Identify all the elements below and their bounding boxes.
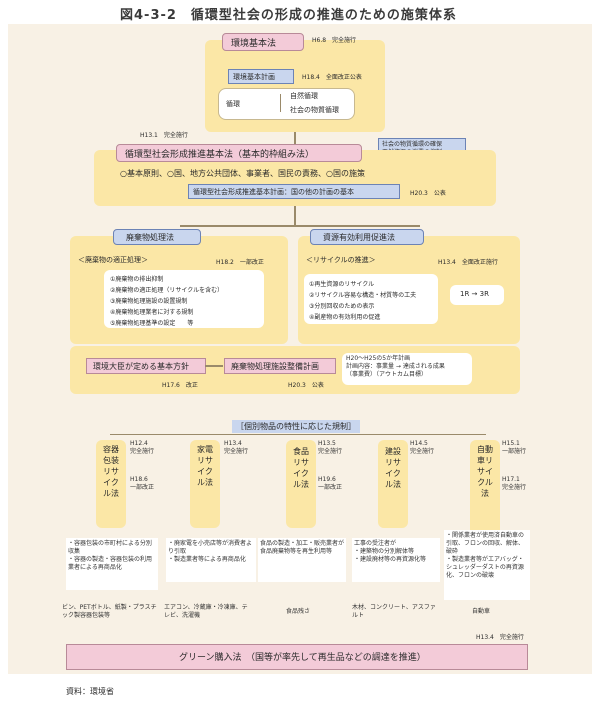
law-construction: [378, 440, 408, 528]
law-note-automobile: ・関係業者が使用済自動車の引取、フロンの回収、解体、破砕 ・製造業者等がエアバッ…: [444, 530, 530, 600]
minister-policy-date: H17.6 改正: [162, 382, 198, 389]
individual-header: ［個別物品の特性に応じた規制］: [232, 420, 360, 433]
resource-law-item-3: ③分別回収のための表示: [309, 303, 375, 310]
env-basic-law-banner: 環境基本法: [222, 33, 304, 51]
law-date1-construction: H14.5 完全施行: [410, 440, 435, 455]
waste-law-label: 廃棄物処理法: [126, 233, 174, 242]
law-goods-automobile: 自動車: [472, 608, 491, 615]
law-label-automobile: 自動車リサイクル法: [477, 445, 493, 498]
waste-law-item-4: ④廃棄物処理業者に対する規制: [110, 309, 194, 316]
law-date2-food: H19.6 一部改正: [318, 476, 343, 491]
law-note-home-appliance: ・廃家電を小売店等が消費者より引取 ・製造業者等による再商品化: [166, 538, 256, 582]
connector-top: [294, 132, 296, 144]
resource-law-subtitle: ＜リサイクルの推進＞: [306, 256, 376, 264]
resource-law-item-4: ④副産物の有効利用の促進: [309, 314, 381, 321]
law-food: [286, 440, 316, 528]
law-date1-container-packaging: H12.4 完全施行: [130, 440, 155, 455]
env-basic-plan-date: H18.4 全面改正公表: [302, 74, 362, 81]
waste-law-banner: 廃棄物処理法: [113, 229, 201, 245]
resource-law-items-box: ①再生資源のリサイクル ②リサイクル容易な構造・材質等の工夫 ③分別回収のための…: [304, 274, 438, 324]
facility-plan-note: H20〜H25の5か年計画 計画内容：事業量 → 達成される成果 （事業費）（ア…: [342, 353, 472, 385]
law-date2-container-packaging: H18.6 一部改正: [130, 476, 155, 491]
figure-title: 図4-3-2 循環型社会の形成の推進のための施策体系: [120, 8, 457, 23]
waste-law-item-3: ③廃棄物処理施設の設置規制: [110, 298, 188, 305]
minister-policy-box: 環境大臣が定める基本方針: [86, 358, 206, 374]
law-date2-automobile: H17.1 完全施行: [502, 476, 527, 491]
waste-law-item-2: ②廃棄物の適正処理（リサイクルを含む）: [110, 287, 224, 294]
facility-plan-label: 廃棄物処理施設整備計画: [231, 362, 319, 371]
law-date1-food: H13.5 完全施行: [318, 440, 343, 455]
law-automobile: [470, 440, 500, 540]
green-law-date: H13.4 完全施行: [476, 634, 524, 641]
law-goods-container-packaging: ビン、PETボトル、紙製・プラスチック製容器包装等: [62, 604, 157, 619]
connector-mid-h: [180, 225, 420, 227]
resource-law-label: 資源有効利用促進法: [323, 233, 395, 242]
cs-principles: ○基本原則、○国、地方公共団体、事業者、国民の責務、○国の施策: [120, 169, 365, 178]
individual-h-line: [110, 434, 486, 435]
1r-3r-badge: 1R → 3R: [450, 285, 504, 305]
law-label-construction: 建設リサイクル法: [385, 447, 401, 489]
law-goods-food: 食品残さ: [286, 608, 311, 615]
circulation-box: [218, 88, 355, 120]
cs-plan-label: 循環型社会形成推進基本計画：国の他の計画の基本: [193, 188, 354, 196]
waste-law-item-1: ①廃棄物の排出抑制: [110, 276, 164, 283]
law-note-construction: 工事の受注者が ・建築物の分別解体等 ・建設廃材等の再資源化等: [352, 538, 440, 582]
cs-plan-date: H20.3 公表: [410, 190, 446, 197]
1r-3r-label: 1R → 3R: [460, 290, 489, 298]
resource-law-date: H13.4 全面改正施行: [438, 259, 498, 266]
green-law-box: グリーン購入法 （国等が率先して再生品などの調達を推進）: [66, 644, 528, 670]
cs-plan-box: 循環型社会形成推進基本計画：国の他の計画の基本: [188, 184, 400, 199]
circulation-item-social: 社会の物質循環: [290, 106, 339, 114]
cs-law-banner: 循環型社会形成推進基本法（基本的枠組み法）: [116, 144, 362, 162]
circulation-item-natural: 自然循環: [290, 92, 318, 100]
circulation-bracket: [280, 94, 281, 112]
resource-law-item-2: ②リサイクル容易な構造・材質等の工夫: [309, 292, 417, 299]
waste-law-subtitle: ＜廃棄物の適正処理＞: [78, 256, 148, 264]
minister-policy-label: 環境大臣が定める基本方針: [93, 362, 189, 371]
cs-law-date: H13.1 完全施行: [140, 132, 188, 139]
law-date1-automobile: H15.1 一部施行: [502, 440, 527, 455]
resource-law-item-1: ①再生資源のリサイクル: [309, 281, 375, 288]
green-law-label: グリーン購入法 （国等が率先して再生品などの調達を推進）: [179, 653, 426, 663]
law-label-home-appliance: 家電リサイクル法: [197, 445, 213, 487]
law-goods-construction: 木材、コンクリート、アスファルト: [352, 604, 436, 619]
env-basic-law-label: 環境基本法: [231, 39, 277, 49]
law-date1-home-appliance: H13.4 完全施行: [224, 440, 249, 455]
law-note-food: 食品の製造・加工・販売業者が食品廃棄物等を再生利用等: [258, 538, 346, 582]
env-basic-plan-box: 環境基本計画: [228, 69, 294, 84]
env-basic-plan-label: 環境基本計画: [233, 73, 275, 81]
source-note: 資料：環境省: [66, 687, 114, 696]
facility-plan-date: H20.3 公表: [288, 382, 324, 389]
connector-mid: [294, 206, 296, 226]
policy-arrow: [205, 365, 223, 367]
law-note-container-packaging: ・容器包装の市町村による分別収集 ・容器の製造・容器包装の利用業者による再商品化: [66, 538, 158, 590]
waste-law-date: H18.2 一部改正: [216, 259, 264, 266]
env-basic-law-date: H6.8 完全施行: [312, 37, 357, 44]
waste-law-items-box: ①廃棄物の排出抑制 ②廃棄物の適正処理（リサイクルを含む） ③廃棄物処理施設の設…: [104, 270, 264, 328]
circulation-label: 循環: [226, 100, 240, 108]
law-label-food: 食品リサイクル法: [293, 447, 309, 489]
facility-plan-box: 廃棄物処理施設整備計画: [224, 358, 336, 374]
law-goods-home-appliance: エアコン、冷蔵庫・冷凍庫、テレビ、洗濯機: [164, 604, 248, 619]
law-home-appliance: [190, 440, 220, 528]
waste-law-item-5: ⑤廃棄物処理基準の設定 等: [110, 320, 194, 327]
law-container-packaging: [96, 440, 126, 528]
cs-law-label: 循環型社会形成推進基本法（基本的枠組み法）: [125, 150, 315, 160]
law-label-container-packaging: 容器包装リサイクル法: [103, 445, 119, 498]
resource-law-banner: 資源有効利用促進法: [310, 229, 424, 245]
